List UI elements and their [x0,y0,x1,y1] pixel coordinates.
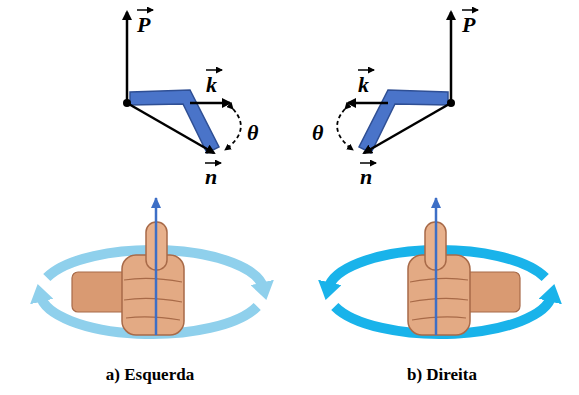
vector-label: P [137,14,150,36]
panel-caption: b) Direita [407,366,477,383]
vector-label: P [462,14,475,36]
angle-label: θ [247,122,258,144]
vector-label: k [206,74,217,96]
left-hand-rule [40,198,263,335]
angle-label: θ [312,122,323,144]
vector-figure-right [337,10,478,163]
vector-label: n [205,166,217,188]
panel-caption: a) Esquerda [106,366,194,383]
vector-label: n [360,166,372,188]
right-hand-rule [328,198,551,335]
vector-figure-left [123,10,241,163]
vector-label: k [358,74,369,96]
